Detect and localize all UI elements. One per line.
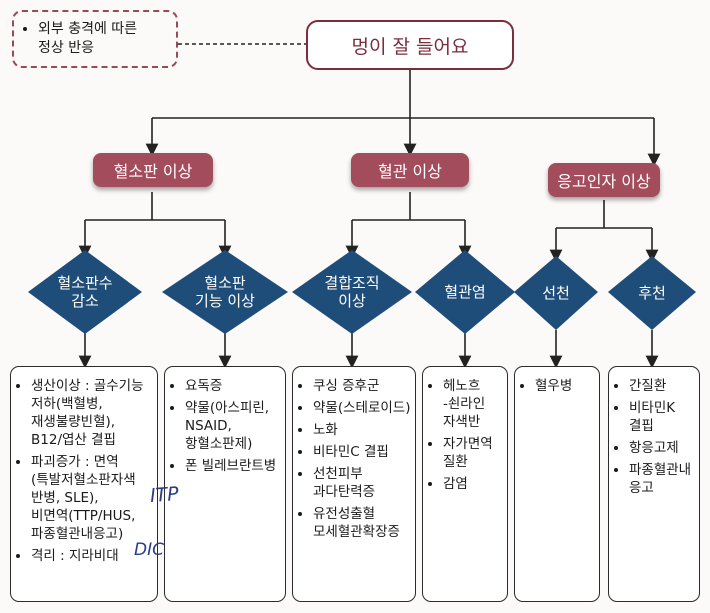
category-label: 응고인자 이상 <box>557 172 651 191</box>
diamond-shape <box>292 250 412 334</box>
root-node: 멍이 잘 들어요 <box>306 20 514 70</box>
sub-vasculitis: 혈관염 <box>415 250 515 334</box>
sub-acquired: 후천 <box>608 256 696 330</box>
box-congenital: 혈우병 <box>514 366 600 602</box>
list-item: 간질환 <box>629 377 695 395</box>
diamond-shape <box>415 250 515 334</box>
root-label: 멍이 잘 들어요 <box>351 35 469 58</box>
list-item: 파괴증가 : 면역 (특발저혈소판자색 반병, SLE), 비면역(TTP/HU… <box>31 453 153 543</box>
list-item: 비타민K 결핍 <box>629 399 695 435</box>
diamond-shape <box>514 256 598 330</box>
list-item: 격리 : 지라비대 <box>31 547 153 565</box>
handwritten-note-itp: ITP <box>149 483 180 507</box>
list-item: 약물(스테로이드) <box>313 399 411 417</box>
box-platelet-function: 요독증 약물(아스피린, NSAID, 항혈소판제) 폰 빌레브란트병 <box>164 366 286 602</box>
diamond-shape <box>608 256 696 330</box>
category-label: 혈관 이상 <box>378 162 442 181</box>
handwritten-note-dic: DIC <box>134 540 164 560</box>
sub-congenital: 선천 <box>514 256 598 330</box>
box-vasculitis: 헤노흐 -쇤라인 자색반 자가면역 질환 감염 <box>422 366 508 602</box>
side-note: 외부 충격에 따른 정상 반응 <box>12 10 178 68</box>
list-item: 노화 <box>313 421 411 439</box>
list-item: 생산이상 : 골수기능 저하(백혈병, 재생불량빈혈), B12/엽산 결핍 <box>31 377 153 449</box>
list-item: 약물(아스피린, NSAID, 항혈소판제) <box>185 399 281 453</box>
subcategory-label: 혈소판수 감소 <box>57 274 113 310</box>
diamond-shape <box>28 250 142 334</box>
box-acquired: 간질환 비타민K 결핍 항응고제 파종혈관내 응고 <box>608 366 700 602</box>
list-item: 폰 빌레브란트병 <box>185 457 281 475</box>
box-connective-tissue: 쿠싱 증후군 약물(스테로이드) 노화 비타민C 결핍 선천피부 과다탄력증 유… <box>292 366 416 602</box>
subcategory-label: 혈소판 기능 이상 <box>195 274 255 310</box>
list-item: 쿠싱 증후군 <box>313 377 411 395</box>
diamond-shape <box>162 250 288 334</box>
list-item: 선천피부 과다탄력증 <box>313 465 411 501</box>
sub-platelet-count: 혈소판수 감소 <box>28 250 142 334</box>
subcategory-label: 혈관염 <box>444 283 486 301</box>
category-label: 혈소판 이상 <box>113 162 193 181</box>
list-item: 혈우병 <box>535 377 595 395</box>
category-vessel: 혈관 이상 <box>351 153 469 187</box>
subcategory-label: 결합조직 이상 <box>324 274 380 310</box>
list-item: 헤노흐 -쇤라인 자색반 <box>443 377 503 431</box>
category-platelet: 혈소판 이상 <box>93 153 213 187</box>
list-item: 자가면역 질환 <box>443 435 503 471</box>
list-item: 파종혈관내 응고 <box>629 461 695 497</box>
subcategory-label: 선천 <box>542 284 570 302</box>
list-item: 비타민C 결핍 <box>313 443 411 461</box>
side-note-item: 외부 충격에 따른 정상 반응 <box>38 20 166 58</box>
sub-connective-tissue: 결합조직 이상 <box>292 250 412 334</box>
list-item: 감염 <box>443 475 503 493</box>
list-item: 유전성출혈 모세혈관확장증 <box>313 505 411 541</box>
list-item: 항응고제 <box>629 439 695 457</box>
sub-platelet-function: 혈소판 기능 이상 <box>162 250 288 334</box>
subcategory-label: 후천 <box>638 284 666 302</box>
box-platelet-count: 생산이상 : 골수기능 저하(백혈병, 재생불량빈혈), B12/엽산 결핍 파… <box>10 366 158 602</box>
category-coagulation: 응고인자 이상 <box>548 163 660 197</box>
list-item: 요독증 <box>185 377 281 395</box>
